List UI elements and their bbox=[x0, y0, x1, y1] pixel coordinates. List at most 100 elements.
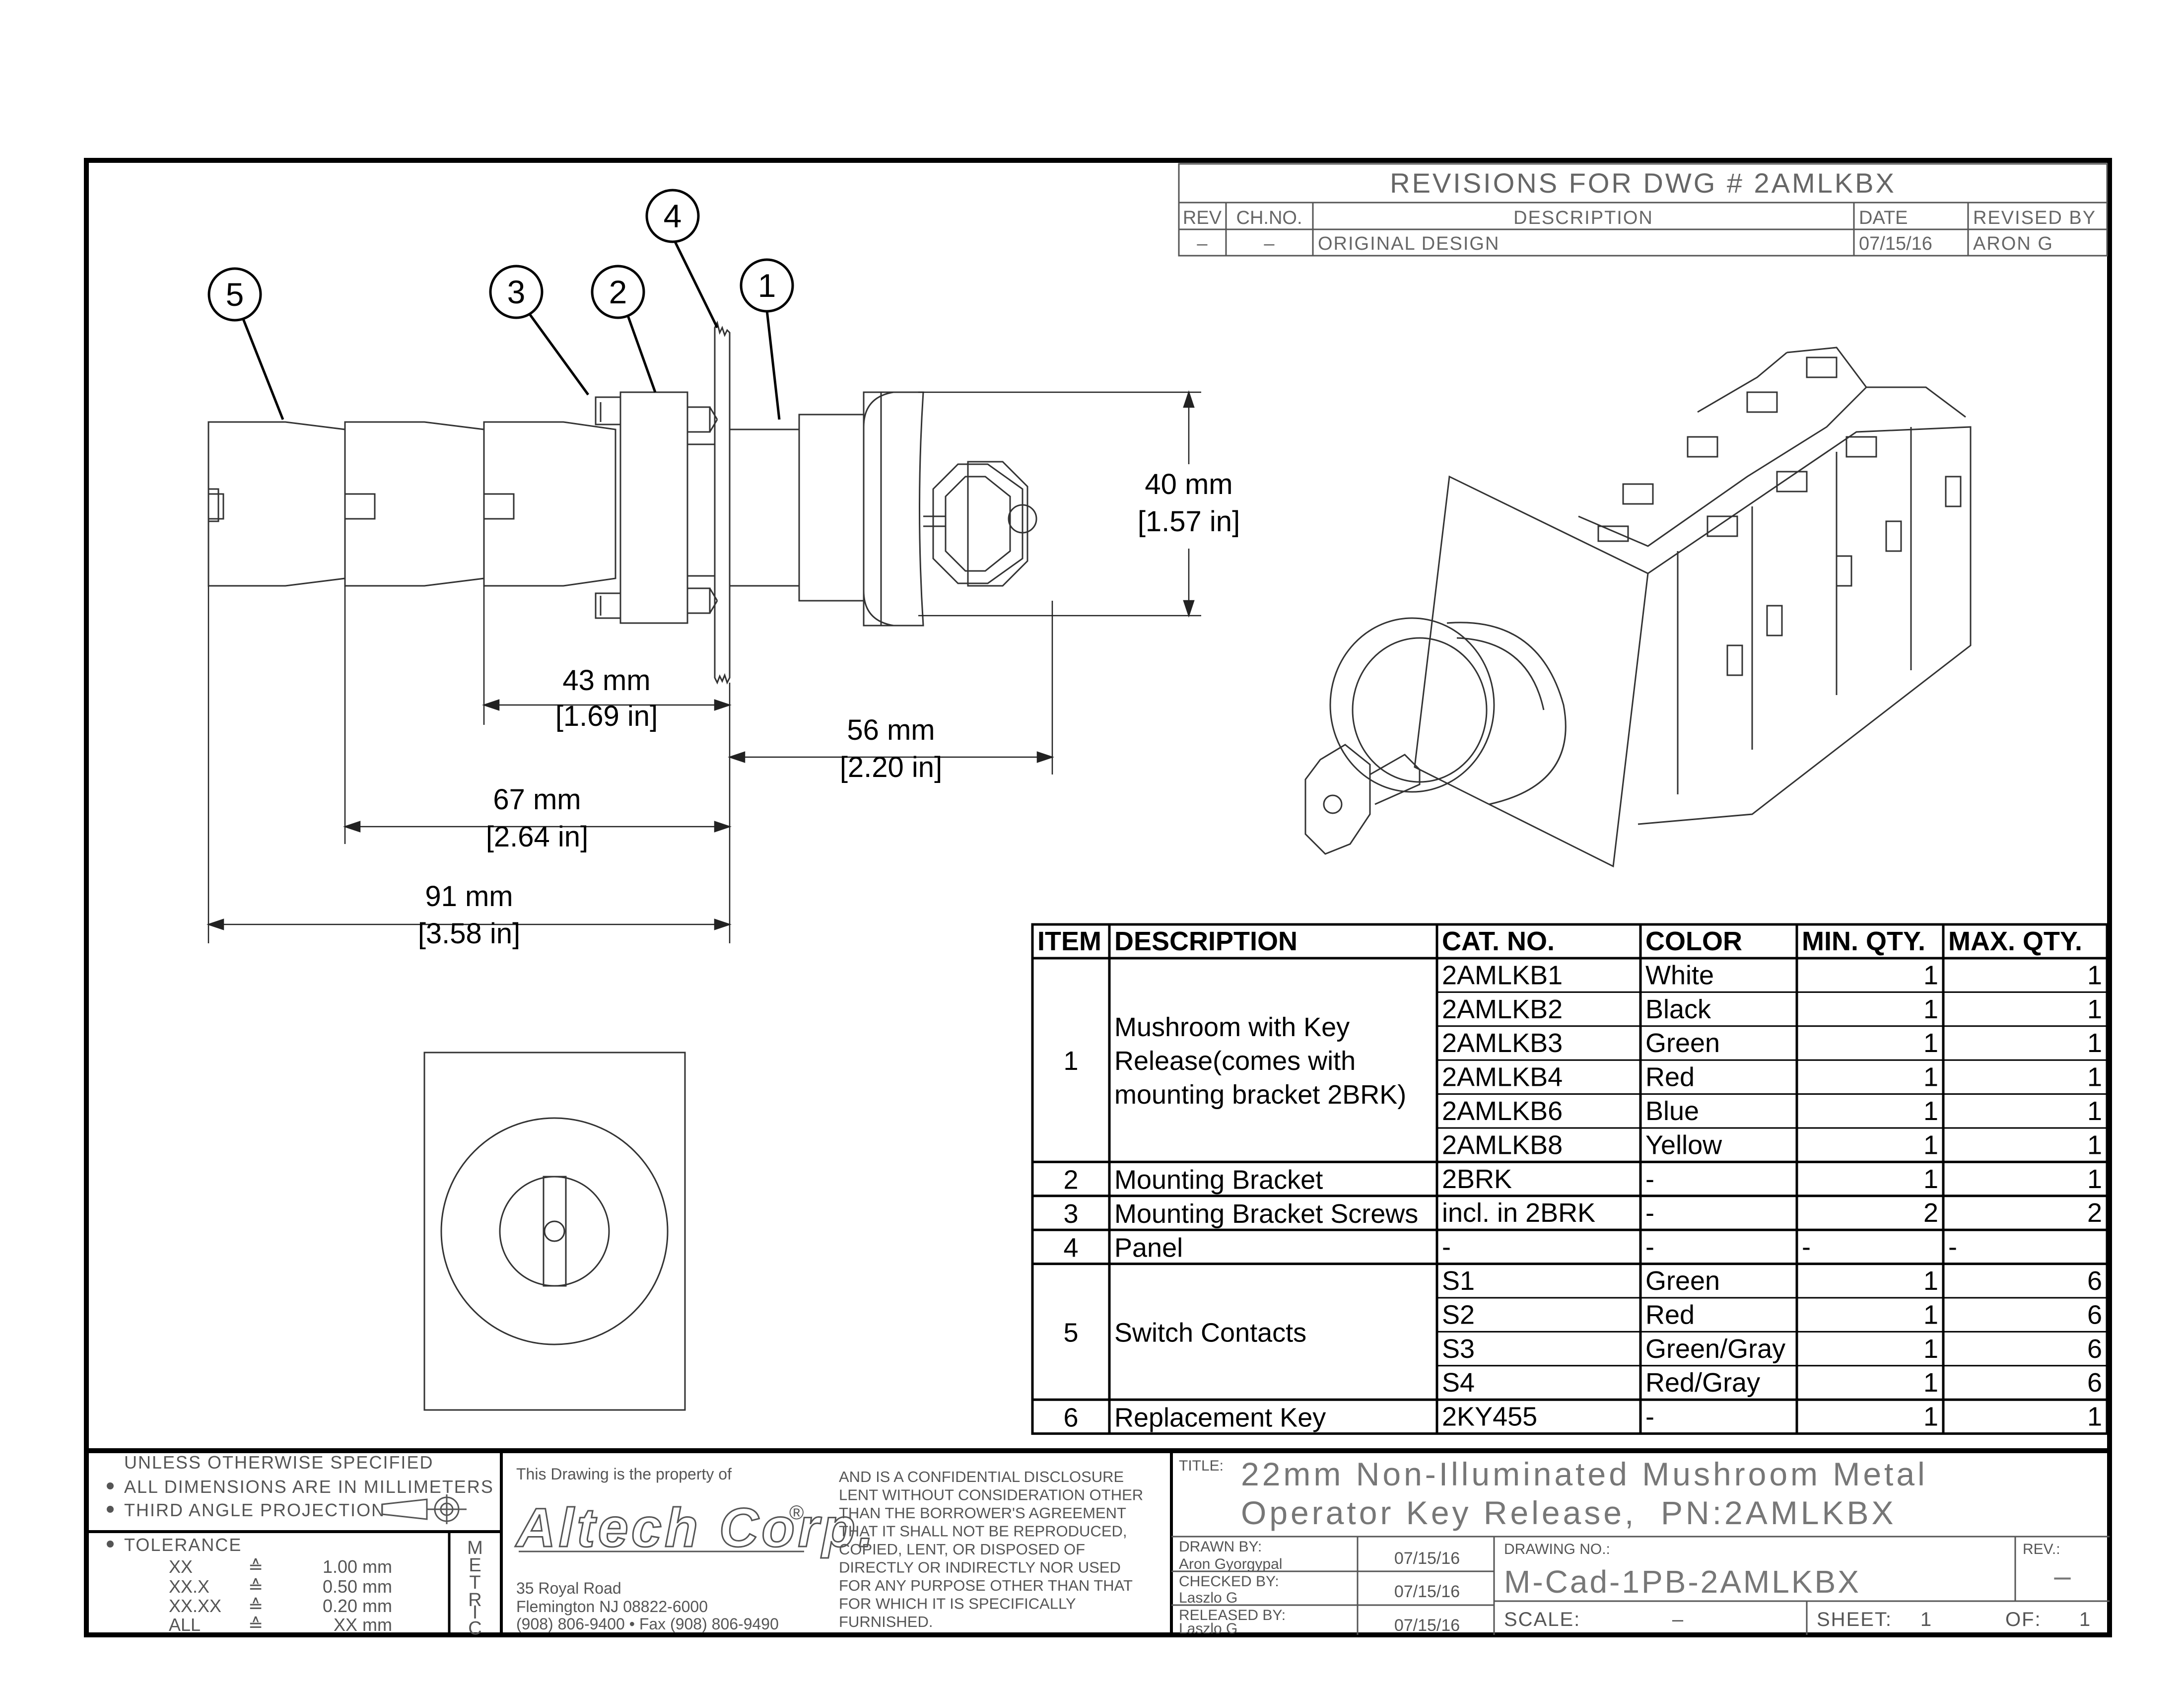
bom-min-qty: 1 bbox=[1923, 1368, 1938, 1398]
callout-4-balloon bbox=[645, 189, 700, 243]
bom-color: Red/Gray bbox=[1645, 1368, 1760, 1398]
bom-max-qty: 6 bbox=[2087, 1266, 2102, 1296]
bom-cat-no: incl. in 2BRK bbox=[1442, 1198, 1595, 1228]
bom-max-qty: 6 bbox=[2087, 1368, 2102, 1398]
disclosure-line: AND IS A CONFIDENTIAL DISCLOSURE bbox=[839, 1468, 1124, 1485]
dim-40-in: [1.57 in] bbox=[1138, 505, 1240, 538]
title-block-lines bbox=[86, 1448, 2110, 1635]
property-of-text: This Drawing is the property of bbox=[516, 1465, 732, 1483]
of-value: 1 bbox=[2079, 1609, 2090, 1630]
bom-color: Yellow bbox=[1645, 1130, 1722, 1160]
rev-header-date: DATE bbox=[1859, 208, 1908, 228]
bom-min-qty: 1 bbox=[1923, 1266, 1938, 1296]
dim-56-mm: 56 mm bbox=[847, 714, 935, 746]
rev-label: REV.: bbox=[2023, 1541, 2060, 1557]
rev-header-chno: CH.NO. bbox=[1236, 208, 1302, 228]
callout-3-label: 3 bbox=[507, 274, 526, 310]
bom-max-qty: 1 bbox=[2087, 1062, 2102, 1092]
bom-cat-no: 2AMLKB2 bbox=[1442, 994, 1563, 1024]
dim-67-mm: 67 mm bbox=[493, 783, 581, 816]
bom-max-qty: 1 bbox=[2087, 1096, 2102, 1126]
bom-item-number: 3 bbox=[1063, 1199, 1078, 1229]
bom-item-number: 5 bbox=[1063, 1318, 1078, 1347]
title-line-2: Operator Key Release, PN:2AMLKBX bbox=[1241, 1494, 1897, 1531]
bom-max-qty: 1 bbox=[2087, 994, 2102, 1024]
bom-description: Release(comes with bbox=[1114, 1046, 1356, 1076]
bom-item-number: 6 bbox=[1063, 1403, 1078, 1432]
bom-min-qty: 1 bbox=[1923, 1300, 1938, 1330]
front-view bbox=[423, 1052, 686, 1411]
disclosure-line: THAN THE BORROWER'S AGREEMENT bbox=[839, 1504, 1126, 1522]
rev-row-chno: – bbox=[1264, 233, 1275, 254]
bom-cat-no: S3 bbox=[1442, 1334, 1475, 1364]
bom-color: - bbox=[1645, 1198, 1654, 1228]
bom-color: Green bbox=[1645, 1266, 1720, 1296]
disclosure-line: FOR WHICH IT IS SPECIFICALLY bbox=[839, 1595, 1076, 1613]
spec-line-dimensions: ALL DIMENSIONS ARE IN MILLIMETERS bbox=[124, 1477, 494, 1497]
disclosure-line: COPIED, LENT, OR DISPOSED OF bbox=[839, 1541, 1085, 1558]
bom-min-qty: 1 bbox=[1923, 1096, 1938, 1126]
bom-min-qty: 1 bbox=[1923, 994, 1938, 1024]
callout-3-balloon bbox=[489, 265, 544, 319]
callout-2-balloon bbox=[591, 265, 645, 319]
bom-max-qty: 1 bbox=[2087, 1164, 2102, 1194]
drawing-frame bbox=[84, 158, 2112, 1637]
bom-description: Mounting Bracket Screws bbox=[1114, 1199, 1418, 1229]
company-name: Altech Corp. bbox=[515, 1497, 877, 1558]
bom-header-cell: DESCRIPTION bbox=[1114, 926, 1297, 956]
bom-item-number: 1 bbox=[1063, 1046, 1078, 1076]
bullet-icon bbox=[107, 1506, 114, 1513]
callout-1-balloon bbox=[740, 258, 794, 313]
tolerance-label: TOLERANCE bbox=[124, 1535, 242, 1555]
bom-color: Green bbox=[1645, 1028, 1720, 1058]
bom-min-qty: 1 bbox=[1923, 1028, 1938, 1058]
bom-max-qty: 1 bbox=[2087, 1130, 2102, 1160]
bom-cat-no: 2AMLKB3 bbox=[1442, 1028, 1563, 1058]
sheet-value: 1 bbox=[1920, 1609, 1931, 1630]
spec-line-projection: THIRD ANGLE PROJECTION bbox=[124, 1500, 385, 1520]
tol-xxx-label: XX.X bbox=[169, 1576, 209, 1597]
drawn-by-date: 07/15/16 bbox=[1394, 1549, 1460, 1568]
side-view bbox=[207, 320, 1037, 685]
bom-cat-no: 2BRK bbox=[1442, 1164, 1512, 1194]
bom-cat-no: S1 bbox=[1442, 1266, 1475, 1296]
rev-row-rev: – bbox=[1197, 233, 1208, 254]
bom-header-cell: COLOR bbox=[1645, 926, 1742, 956]
checked-by-date: 07/15/16 bbox=[1394, 1582, 1460, 1601]
bom-min-qty: 1 bbox=[1923, 1334, 1938, 1364]
metric-letter-m: M bbox=[467, 1538, 483, 1558]
bom-cat-no: - bbox=[1442, 1232, 1451, 1262]
scale-value: – bbox=[1672, 1609, 1684, 1630]
tol-xxx-value: 0.50 mm bbox=[323, 1576, 392, 1597]
bom-header-cell: ITEM bbox=[1037, 926, 1101, 956]
bom-color: White bbox=[1645, 960, 1714, 990]
bom-color: - bbox=[1645, 1232, 1654, 1262]
rev-value: – bbox=[2054, 1559, 2071, 1593]
bom-min-qty: 1 bbox=[1923, 1130, 1938, 1160]
rev-row-description: ORIGINAL DESIGN bbox=[1318, 233, 1500, 254]
bom-color: Green/Gray bbox=[1645, 1334, 1785, 1364]
bom-cat-no: 2KY455 bbox=[1442, 1402, 1537, 1432]
registered-mark: ® bbox=[789, 1502, 804, 1524]
tol-xxxx-value: 0.20 mm bbox=[323, 1596, 392, 1616]
drawing-number: M-Cad-1PB-2AMLKBX bbox=[1504, 1564, 1861, 1600]
scale-label: SCALE: bbox=[1504, 1609, 1580, 1630]
bom-color: Blue bbox=[1645, 1096, 1699, 1126]
dim-43-mm: 43 mm bbox=[562, 664, 650, 697]
drawing-no-label: DRAWING NO.: bbox=[1504, 1541, 1610, 1557]
disclosure-line: FOR ANY PURPOSE OTHER THAN THAT bbox=[839, 1577, 1133, 1594]
callout-balloons bbox=[207, 189, 794, 420]
checked-by-name: Laszlo G bbox=[1179, 1590, 1237, 1606]
bom-min-qty: 1 bbox=[1923, 1062, 1938, 1092]
drawn-by-name: Aron Gyorgypal bbox=[1179, 1556, 1282, 1572]
bom-max-qty: 6 bbox=[2087, 1334, 2102, 1364]
bom-max-qty: 2 bbox=[2087, 1198, 2102, 1228]
bom-cat-no: 2AMLKB6 bbox=[1442, 1096, 1563, 1126]
bom-color: - bbox=[1645, 1164, 1654, 1194]
dim-40-mm: 40 mm bbox=[1145, 468, 1232, 500]
rev-header-rev: REV bbox=[1183, 208, 1222, 228]
dim-56-in: [2.20 in] bbox=[840, 751, 942, 783]
bom-item-number: 4 bbox=[1063, 1233, 1078, 1263]
